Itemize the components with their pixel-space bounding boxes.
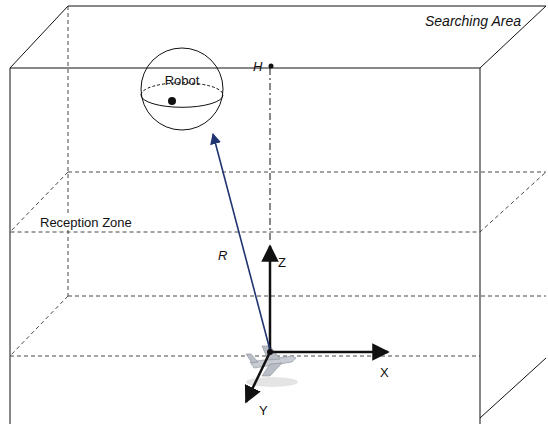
range-label: R [218,249,227,262]
reception-sphere: Robot [140,46,224,132]
axis-label: Z [278,256,286,269]
hidden-edges [10,6,546,356]
origin-point [267,349,273,355]
range-vector [213,134,270,350]
height-axis [270,68,271,240]
height-label: H [253,60,262,73]
zone-label: Reception Zone [38,215,134,230]
axis-label: Y [259,404,268,417]
area-title: Searching Area [425,14,521,28]
axis-label: X [380,366,389,379]
coordinate-axes [246,246,388,402]
node-label: Robot [140,74,224,87]
sphere-outline [140,46,224,132]
cube-outline [10,6,546,424]
height-point [269,64,274,69]
